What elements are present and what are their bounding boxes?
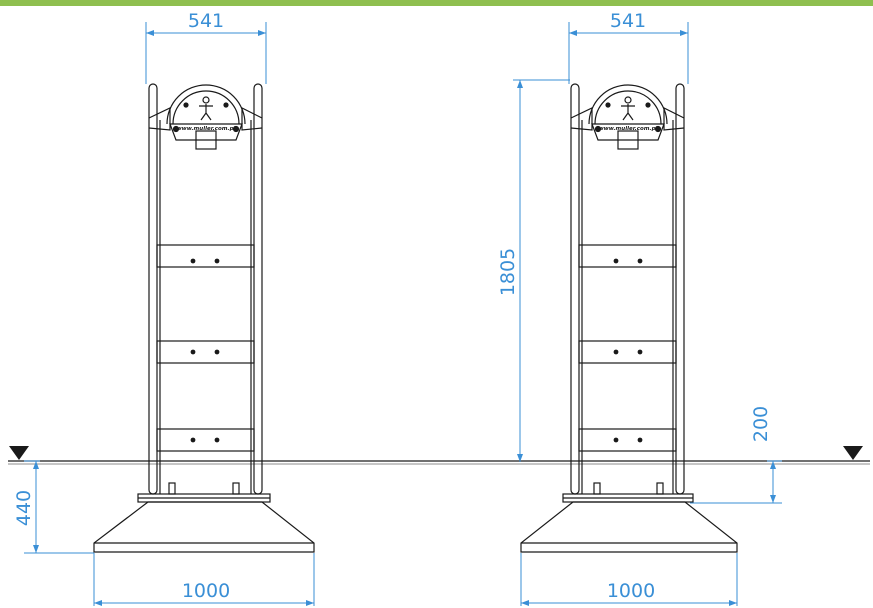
- left-head-plate: [169, 123, 243, 141]
- left-head-bracket-r: [241, 107, 263, 131]
- left-head-bolt-1: [172, 125, 180, 133]
- left-crossbar-2: [156, 340, 255, 364]
- arrow: [517, 454, 523, 462]
- left-head-arc-inner: [172, 90, 240, 125]
- left-crossbar-1: [156, 244, 255, 268]
- arrow: [258, 30, 266, 36]
- left-bolt: [214, 258, 220, 264]
- arrow: [569, 30, 577, 36]
- right-bolt: [637, 258, 643, 264]
- ground-level-marker-left: [9, 446, 29, 460]
- right-head-bolt-3: [605, 102, 611, 108]
- left-logo-url: www.muller.com.pl: [177, 126, 236, 132]
- left-crossbar-bolts: [190, 258, 220, 443]
- arrow: [770, 495, 776, 503]
- arrow: [729, 600, 737, 606]
- left-anchor-1: [168, 482, 176, 495]
- left-tube-outer-l: [148, 83, 158, 495]
- left-head-window: [195, 130, 217, 150]
- left-tube-outer-r: [253, 83, 263, 495]
- right-anchor-1: [593, 482, 601, 495]
- dimension-arrows: [33, 30, 776, 606]
- right-bolt: [613, 349, 619, 355]
- left-head-bolt-4: [223, 102, 229, 108]
- right-head-bolt-2: [654, 125, 662, 133]
- right-head-arc-inner: [594, 90, 662, 125]
- arrow: [33, 545, 39, 553]
- left-foundation: [93, 501, 315, 553]
- right-crossbar-3: [578, 428, 677, 452]
- left-head-bolt-3: [183, 102, 189, 108]
- right-logo-url: www.muller.com.pl: [599, 126, 658, 132]
- right-bolt: [613, 258, 619, 264]
- arrow: [33, 461, 39, 469]
- right-head-arc: [588, 84, 668, 125]
- right-bolt: [637, 349, 643, 355]
- arrow: [680, 30, 688, 36]
- arrow: [517, 80, 523, 88]
- dim-label-depth: 440: [13, 490, 35, 526]
- dim-label-top-width-right: 541: [610, 10, 646, 32]
- arrow: [146, 30, 154, 36]
- right-crossbar-1: [578, 244, 677, 268]
- left-head-bracket-l: [148, 107, 171, 131]
- left-crossbar-3: [156, 428, 255, 452]
- left-anchor-2: [232, 482, 240, 495]
- right-anchor-2: [656, 482, 664, 495]
- dim-label-above-ground: 200: [750, 406, 772, 442]
- left-bolt: [214, 437, 220, 443]
- arrow: [306, 600, 314, 606]
- left-bolt: [190, 258, 196, 264]
- right-head-bracket-r: [663, 107, 685, 131]
- right-head-bolt-4: [645, 102, 651, 108]
- left-logo-figure-head: [202, 96, 210, 104]
- left-head-bolt-2: [232, 125, 240, 133]
- right-head-bolt-1: [594, 125, 602, 133]
- right-tube-outer-r: [675, 83, 685, 495]
- dim-label-base-width-left: 1000: [182, 580, 230, 602]
- post-right: [520, 83, 738, 553]
- left-head-arc: [166, 84, 246, 125]
- header-bar: [0, 0, 873, 6]
- post-left: [93, 83, 315, 553]
- right-crossbar-2: [578, 340, 677, 364]
- right-tube-outer-l: [570, 83, 580, 495]
- dim-label-base-width-right: 1000: [607, 580, 655, 602]
- arrow: [770, 461, 776, 469]
- left-bolt: [190, 349, 196, 355]
- ground-level-marker-right: [843, 446, 863, 460]
- dim-label-top-width-left: 541: [188, 10, 224, 32]
- right-head-plate: [591, 123, 665, 141]
- right-logo-figure-body: [621, 104, 635, 121]
- right-foundation: [520, 501, 738, 553]
- dim-label-height-total: 1805: [497, 248, 519, 296]
- right-bolt: [637, 437, 643, 443]
- left-bolt: [214, 349, 220, 355]
- left-logo-figure-body: [199, 104, 213, 121]
- right-head-bracket-l: [570, 107, 593, 131]
- arrow: [94, 600, 102, 606]
- right-logo-figure-head: [624, 96, 632, 104]
- left-bolt: [190, 437, 196, 443]
- right-bolt: [613, 437, 619, 443]
- right-crossbar-bolts: [613, 258, 643, 443]
- right-head-window: [617, 130, 639, 150]
- arrow: [521, 600, 529, 606]
